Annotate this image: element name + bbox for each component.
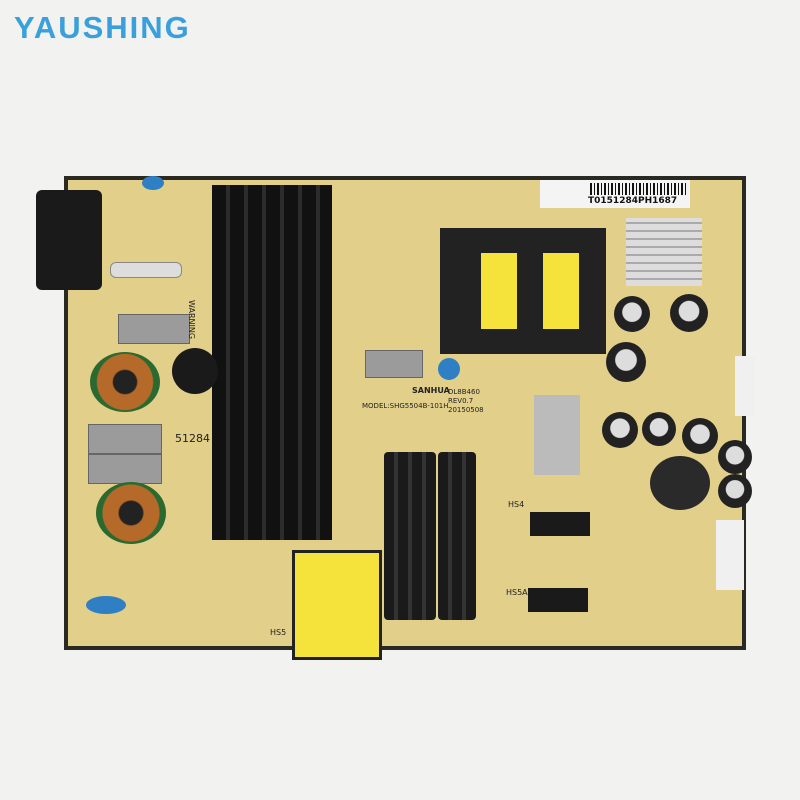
y-capacitor [86, 596, 126, 614]
fuse [110, 262, 182, 278]
barcode [590, 183, 686, 195]
electrolytic-capacitor [682, 418, 718, 454]
model-label: MODEL:SHG5504B-101H [362, 402, 449, 410]
electrolytic-capacitor [602, 412, 638, 448]
electrolytic-capacitor [718, 440, 752, 474]
manufacturer-label: SANHUA [412, 386, 450, 395]
main-heatsink [212, 185, 332, 540]
common-mode-choke [90, 352, 160, 412]
revision-line: REV0.7 [448, 397, 474, 405]
part-number: 51284 [175, 432, 210, 445]
heatsink-label: HS5A [506, 588, 528, 597]
capacitor-box [365, 350, 423, 378]
warning-text: WARNING [187, 300, 196, 340]
varistor [172, 348, 218, 394]
serial-number: T0151284PH1687 [588, 196, 678, 206]
bulk-capacitor [384, 452, 436, 620]
y-capacitor [438, 358, 460, 380]
heatsink-label: HS4 [508, 500, 525, 509]
brand-logo: YAUSHING [14, 10, 191, 45]
power-connector [36, 190, 102, 290]
electrolytic-capacitor [670, 294, 708, 332]
bulk-capacitor [438, 452, 476, 620]
output-connector [735, 356, 755, 416]
electrolytic-capacitor [606, 342, 646, 382]
ic-chip [528, 588, 588, 612]
ic-chip [530, 512, 590, 536]
x-capacitor [118, 314, 190, 344]
x-capacitor [88, 424, 162, 454]
electrolytic-capacitor [642, 412, 676, 446]
transformer-winding [540, 250, 582, 332]
heatsink-label: HS5 [270, 628, 287, 637]
revision-line: DL8B460 [448, 388, 480, 396]
output-connector [716, 520, 744, 590]
y-capacitor [142, 176, 164, 190]
standby-transformer [292, 550, 382, 660]
relay [534, 395, 580, 475]
electrolytic-capacitor [718, 474, 752, 508]
revision-line: 20150508 [448, 406, 484, 414]
common-mode-choke [96, 482, 166, 544]
barcode-label [540, 180, 690, 208]
small-heatsink [626, 218, 702, 286]
transformer-winding [478, 250, 520, 332]
electrolytic-capacitor [614, 296, 650, 332]
x-capacitor [88, 454, 162, 484]
output-inductor [650, 456, 710, 510]
